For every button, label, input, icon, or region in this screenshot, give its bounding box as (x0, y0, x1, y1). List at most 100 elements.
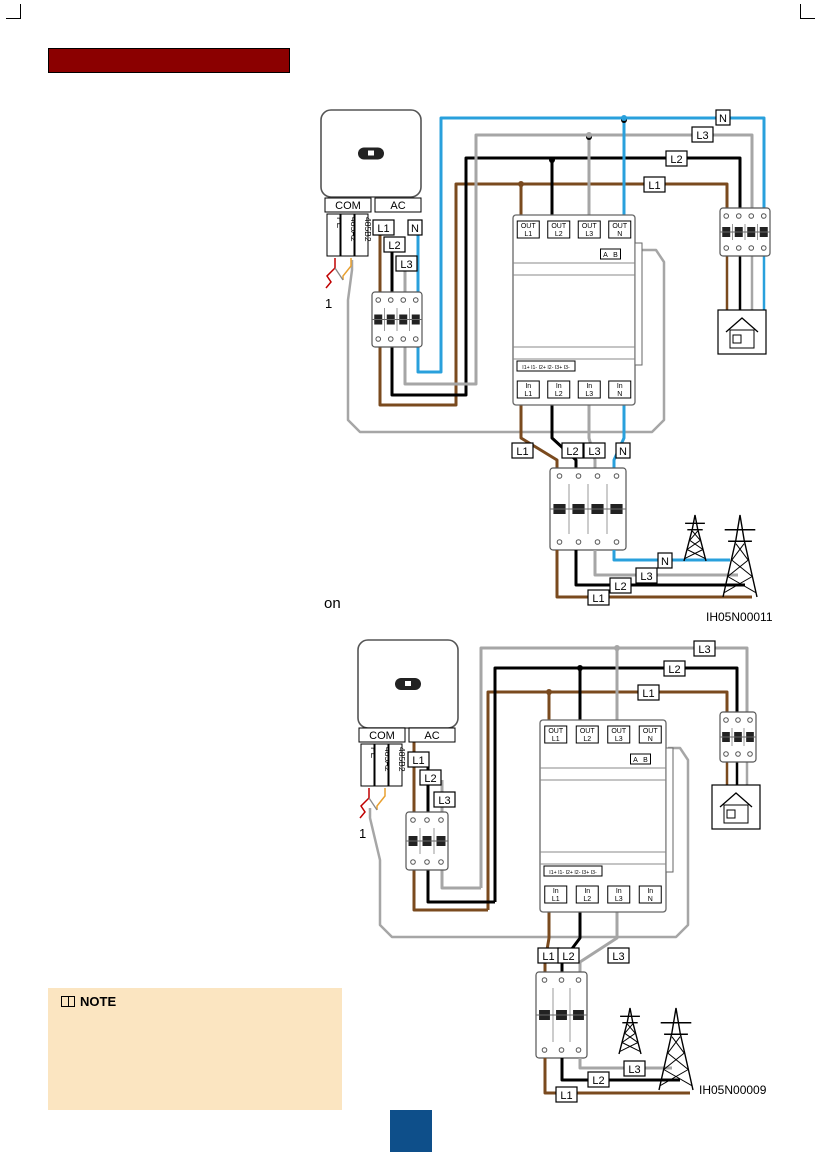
house-breaker-terminal (735, 213, 742, 219)
ac-wire-label: L3 (438, 795, 450, 807)
energy-meter-in-terminal (607, 885, 631, 904)
crop-mark-top-right (800, 4, 815, 19)
inv-breaker-out-L1 (412, 868, 488, 912)
inverter-top-rs485-wire-a (325, 258, 336, 289)
energy-meter-in-label: N (648, 896, 653, 903)
meter-in-wire-N (612, 400, 626, 472)
energy-meter-side (634, 242, 643, 366)
bus-wire-label-box (715, 109, 731, 126)
inv-breaker-out-L2 (390, 345, 468, 397)
pylon-large (658, 1007, 694, 1091)
pylon-large-brace (659, 1069, 689, 1087)
inverter-breaker-terminal (410, 859, 416, 865)
energy-meter-rs485 (600, 248, 621, 260)
grid-breaker-terminal (575, 539, 582, 545)
pylon-small-brace (621, 1032, 636, 1043)
grid-breaker-terminal (575, 1047, 582, 1053)
energy-meter-out-label: OUT (611, 728, 627, 735)
supply-wire-label-box (587, 1071, 610, 1088)
supply-wire-label: L2 (614, 581, 626, 593)
house-icon-window (726, 809, 736, 819)
energy-meter-in-terminal (547, 380, 571, 399)
grid-breaker-terminal (558, 977, 565, 983)
pylon-large (722, 514, 758, 598)
house-icon (711, 784, 761, 830)
ac-wire-label-box (372, 219, 395, 236)
feed-wire-L3 (474, 133, 589, 382)
pylon-small-brace (619, 1042, 639, 1053)
energy-meter-in-label: In (616, 888, 622, 895)
house-breaker-terminal (747, 751, 753, 757)
energy-meter-out-label: L2 (555, 231, 563, 238)
inv-breaker-out-L1 (378, 345, 458, 407)
bus-wire-label-box (693, 640, 716, 657)
inverter-bottom-com-terminal-label: 485A2 (383, 747, 393, 772)
ac-wire-label-box (395, 255, 418, 272)
bus-wire-label: L2 (668, 664, 680, 676)
inverter-top-com-terminal (354, 213, 369, 257)
junction-dot (586, 132, 592, 138)
house-icon-roof (725, 317, 759, 333)
energy-meter-in-label: In (525, 383, 531, 390)
house-breaker-terminal (723, 717, 729, 723)
inverter-breaker-terminal (424, 817, 430, 823)
grid-wire-label: L2 (566, 446, 578, 458)
inv-breaker-out-L2 (426, 868, 495, 904)
energy-meter-out-label: OUT (580, 728, 596, 735)
junction-dot (614, 645, 620, 651)
inverter-top-com-terminal (326, 213, 341, 257)
pylon-large-brace (727, 576, 757, 594)
energy-meter-out-label: L1 (524, 231, 532, 238)
book-icon (61, 996, 75, 1007)
grid-wire-label: L1 (516, 446, 528, 458)
energy-meter-side (665, 747, 674, 873)
pylon-large-brace (723, 576, 753, 594)
pylon-small-brace (624, 1023, 634, 1034)
inverter-bottom-com-box (358, 727, 406, 743)
energy-meter-rs485-a: A (603, 252, 608, 259)
supply-wire-label-box (587, 589, 610, 606)
ac-wire-label: L3 (400, 259, 412, 271)
inverter-breaker-terminal (375, 297, 382, 303)
grid-wire-label-box (557, 947, 580, 964)
meter-in-wire-L3 (587, 400, 597, 472)
pylon-large-brace (667, 1052, 689, 1070)
house-breaker-terminal (723, 751, 729, 757)
grid-breaker-terminal (556, 473, 563, 479)
grid-breaker-terminal (613, 539, 620, 545)
pylon-large-frame (722, 514, 758, 598)
house-breaker-terminal (748, 213, 755, 219)
grid-wire-label: L1 (542, 951, 554, 963)
supply-wire-label: L2 (592, 1075, 604, 1087)
inverter-top-com-terminal-label: 485B2 (363, 217, 373, 242)
energy-meter-in-label: L2 (555, 391, 563, 398)
junction-dot (577, 665, 583, 671)
pylon-small-brace (624, 1032, 639, 1043)
inverter-bottom-com-terminal (374, 743, 389, 787)
inverter-top-com-label: COM (335, 200, 361, 212)
energy-meter-out-label: OUT (582, 223, 598, 230)
inverter-top-com-terminal-label: 485A2 (349, 217, 359, 242)
energy-meter (539, 719, 667, 913)
energy-meter-in-terminal (608, 380, 632, 399)
ac-wire-label: L2 (424, 773, 436, 785)
note-box: NOTE (48, 988, 342, 1110)
inverter-breaker-terminal (424, 859, 430, 865)
energy-meter-out-terminal (577, 220, 601, 239)
grid-breaker-terminal (575, 473, 582, 479)
bus-wire-L1 (549, 690, 729, 715)
energy-meter-ct-label: I1+ I1- I2+ I2- I3+ I3- (522, 365, 570, 371)
bus-wire-L2 (580, 666, 739, 715)
energy-meter-rs485-b: B (643, 757, 648, 764)
pylon-large-brace (663, 1069, 693, 1087)
energy-meter (512, 214, 636, 406)
inverter-bottom-com-label: COM (369, 730, 395, 742)
house-breaker-terminal (747, 717, 753, 723)
pylon-large-brace (663, 1052, 685, 1070)
energy-meter-out-label: OUT (612, 223, 628, 230)
inverter-breaker-terminal (410, 817, 416, 823)
bus-wire-label-box (691, 126, 714, 143)
body-text-fragment: on (324, 595, 341, 612)
ac-wire-label: N (411, 223, 419, 235)
